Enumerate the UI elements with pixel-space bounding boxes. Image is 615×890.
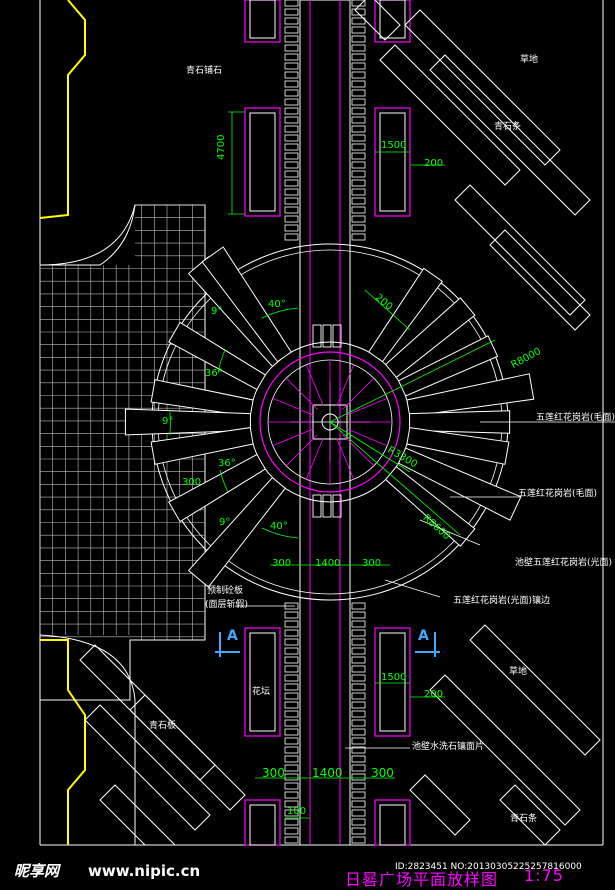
leader-lines (235, 421, 615, 749)
dim-300-bot-l: 300 (262, 766, 285, 780)
section-markers (215, 632, 440, 657)
label-wulian-mao: 五莲红花岗岩(毛面) (536, 413, 615, 423)
dim-a9-top: 9° (211, 306, 223, 317)
label-yuandian: 预制砼板 (207, 586, 244, 596)
watermark-id: ID:2823451 NO:20130305225257816000 (395, 862, 582, 872)
watermark-site-url: www.nipic.cn (88, 862, 201, 880)
dim-a9-bottom: 9° (219, 517, 231, 528)
dim-100-bot: 100 (287, 806, 307, 817)
dim-1400-mid: 1400 (315, 558, 341, 569)
paving-grid (39, 204, 206, 701)
dim-200-top: 200 (424, 158, 444, 169)
dim-4700: 4700 (216, 134, 227, 160)
dim-1500-bot: 1500 (381, 672, 407, 683)
section-marker-left: A (227, 628, 238, 644)
dim-a36-left: 36° (205, 368, 223, 379)
label-caodi-bottom: 草地 (509, 667, 528, 677)
label-yuandian-sub: (面层斩假) (205, 600, 249, 610)
label-qingshi-tiao-top: 青石条 (494, 122, 522, 132)
walkway-steps (284, 0, 366, 844)
yellow-curb (39, 0, 86, 845)
lawn-curves (39, 204, 136, 845)
label-qingshi-ban: 青石板 (149, 721, 177, 731)
planter-boxes (244, 0, 411, 846)
stone-strips-bottom (79, 644, 246, 846)
dim-a40-bottom: 40° (270, 521, 288, 532)
sundial-blades (124, 246, 535, 588)
dim-a36-low: 36° (218, 458, 236, 469)
dim-1500-top: 1500 (381, 140, 407, 151)
section-marker-right: A (418, 628, 429, 644)
label-chibi-shui: 池壁水洗石镶面片 (412, 742, 485, 752)
central-walkway (299, 0, 351, 846)
dim-300-left: 300 (182, 477, 202, 488)
dim-300-mid-l: 300 (272, 558, 292, 569)
label-wulian-guang: 五莲红花岗岩(光面)镶边 (453, 596, 551, 606)
walkway-blocks (312, 324, 342, 518)
dim-1400-bot: 1400 (312, 766, 343, 780)
stone-strips-right (409, 624, 601, 846)
drawing-scale: 1:75 (524, 866, 564, 885)
dim-300-bot-r: 300 (371, 766, 394, 780)
label-wulian-mao2: 五莲红花岗岩(毛面) (518, 489, 598, 499)
label-huatan: 花坛 (252, 687, 271, 697)
dimension-lines (169, 111, 496, 819)
stone-strips-top (354, 0, 591, 331)
drawing-title: 日晷广场平面放样图 (345, 870, 499, 889)
dim-300-mid-r: 300 (362, 558, 382, 569)
label-qingshi-pave-top: 青石铺石 (186, 66, 223, 76)
watermark-site-cn: 昵享网 (14, 862, 60, 880)
label-caodi-top: 草地 (520, 55, 539, 65)
label-chibi: 池壁五莲红花岗岩(光面) (515, 558, 613, 568)
dim-a9-left: 9° (162, 416, 174, 427)
label-qingshi-tiao-bottom: 青石条 (510, 814, 538, 824)
footer-bar (0, 851, 615, 889)
dim-a40-top: 40° (268, 299, 286, 310)
dim-200-bot: 200 (424, 689, 444, 700)
